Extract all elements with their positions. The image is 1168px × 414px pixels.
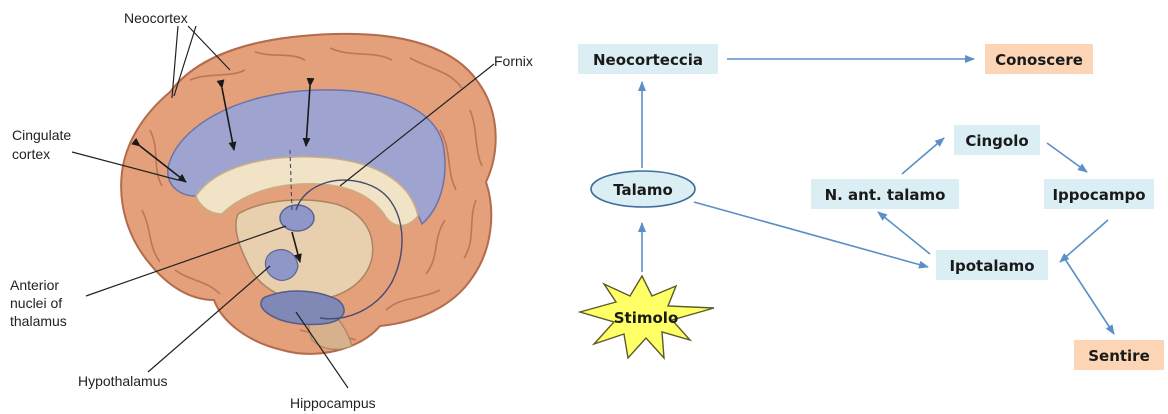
node-conoscere: Conoscere bbox=[985, 44, 1093, 74]
label-cingulate-2: cortex bbox=[12, 146, 50, 162]
node-stimolo: Stimolo bbox=[580, 276, 714, 358]
node-conoscere-label: Conoscere bbox=[995, 51, 1083, 69]
label-anterior-2: nuclei of bbox=[10, 295, 62, 311]
node-ipotalamo-label: Ipotalamo bbox=[949, 257, 1034, 275]
arrow-ippocampo-ipotalamo bbox=[1060, 220, 1108, 262]
arrow-ipotalamo-ntalamo bbox=[878, 212, 930, 254]
brain-illustration: Neocortex Fornix Cingulate cortex Anteri… bbox=[10, 10, 533, 411]
label-cingulate-1: Cingulate bbox=[12, 127, 71, 143]
node-ipotalamo: Ipotalamo bbox=[936, 250, 1048, 280]
node-cingolo: Cingolo bbox=[954, 125, 1040, 155]
node-neocorteccia-label: Neocorteccia bbox=[593, 51, 703, 69]
arrow-talamo-ipotalamo bbox=[694, 202, 928, 267]
arrow-cingolo-ippocampo bbox=[1047, 143, 1087, 172]
node-talamo: Talamo bbox=[591, 171, 695, 207]
node-neocorteccia: Neocorteccia bbox=[578, 44, 718, 74]
node-ippocampo-label: Ippocampo bbox=[1052, 186, 1145, 204]
flow-diagram: Neocorteccia Conoscere Talamo Stimolo Ci… bbox=[578, 44, 1164, 370]
node-talamo-label: Talamo bbox=[613, 181, 673, 199]
label-hypothalamus: Hypothalamus bbox=[78, 373, 168, 389]
node-stimolo-label: Stimolo bbox=[614, 309, 679, 327]
label-anterior-1: Anterior bbox=[10, 277, 59, 293]
node-ippocampo: Ippocampo bbox=[1044, 179, 1154, 209]
label-fornix: Fornix bbox=[494, 53, 533, 69]
label-hippocampus: Hippocampus bbox=[290, 395, 376, 411]
node-n-ant-talamo: N. ant. talamo bbox=[811, 179, 959, 209]
node-sentire: Sentire bbox=[1074, 340, 1164, 370]
label-neocortex: Neocortex bbox=[124, 10, 188, 26]
hypothalamus-region bbox=[265, 250, 298, 281]
label-anterior-3: thalamus bbox=[10, 313, 67, 329]
node-sentire-label: Sentire bbox=[1088, 347, 1150, 365]
arrow-ipotalamo-sentire bbox=[1063, 256, 1114, 334]
node-n-ant-talamo-label: N. ant. talamo bbox=[825, 186, 946, 204]
node-cingolo-label: Cingolo bbox=[965, 132, 1028, 150]
arrow-ntalamo-cingolo bbox=[902, 138, 944, 174]
